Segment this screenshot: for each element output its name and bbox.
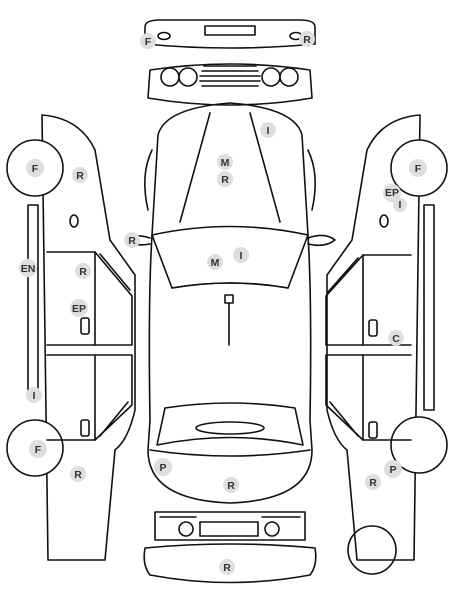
svg-text:R: R <box>128 235 136 247</box>
svg-text:EN: EN <box>21 263 36 275</box>
marker-trunk-p[interactable]: P <box>154 458 172 476</box>
marker-right-front-wheel[interactable]: F <box>409 159 427 177</box>
marker-bumper-r[interactable]: R <box>219 559 235 575</box>
marker-right-front-ep[interactable]: EP <box>383 184 401 202</box>
svg-text:P: P <box>159 462 166 474</box>
svg-text:M: M <box>211 257 220 269</box>
marker-windshield-r[interactable]: R <box>124 232 140 248</box>
svg-text:EP: EP <box>72 303 86 315</box>
svg-text:F: F <box>145 36 152 48</box>
svg-text:F: F <box>35 444 42 456</box>
marker-hood-i[interactable]: I <box>260 122 276 138</box>
marker-roof-rear[interactable]: R <box>299 31 315 47</box>
marker-left-front-fender[interactable]: R <box>72 167 88 183</box>
marker-right-rear-fender[interactable]: R <box>365 474 381 490</box>
right-side-view <box>325 114 448 561</box>
marker-left-front-wheel[interactable]: F <box>26 159 44 177</box>
marker-left-rear-wheel[interactable]: F <box>29 440 47 458</box>
svg-text:I: I <box>399 199 402 211</box>
marker-left-sill[interactable]: EN <box>19 259 37 277</box>
svg-text:EP: EP <box>385 187 399 199</box>
marker-right-front-i[interactable]: I <box>393 198 407 212</box>
marker-windshield-m[interactable]: M <box>207 254 223 270</box>
svg-text:R: R <box>303 34 311 46</box>
rear-view <box>143 511 397 584</box>
marker-right-rear-p[interactable]: P <box>384 460 402 478</box>
marker-windshield-i[interactable]: I <box>233 247 249 263</box>
marker-left-front-door-ep[interactable]: EP <box>70 299 88 317</box>
marker-trunk-r[interactable]: R <box>223 477 239 493</box>
svg-text:F: F <box>415 163 422 175</box>
svg-text:R: R <box>223 562 231 574</box>
svg-text:C: C <box>392 333 400 345</box>
svg-text:I: I <box>33 390 36 402</box>
svg-text:R: R <box>227 480 235 492</box>
svg-text:R: R <box>79 266 87 278</box>
left-side-view <box>6 114 136 561</box>
marker-left-front-door[interactable]: R <box>75 263 91 279</box>
marker-left-rear-i[interactable]: I <box>26 387 42 403</box>
svg-text:R: R <box>221 174 229 186</box>
roof-top-view <box>144 19 316 49</box>
marker-right-front-door[interactable]: C <box>388 330 404 346</box>
front-view <box>147 63 313 106</box>
svg-text:P: P <box>389 464 396 476</box>
svg-text:R: R <box>76 170 84 182</box>
svg-text:R: R <box>74 469 82 481</box>
svg-text:F: F <box>32 163 39 175</box>
marker-roof-front[interactable]: F <box>140 33 156 49</box>
svg-text:I: I <box>267 125 270 137</box>
marker-hood-r[interactable]: R <box>217 171 233 187</box>
marker-left-rear-fender[interactable]: R <box>70 466 86 482</box>
marker-hood-m[interactable]: M <box>217 154 233 170</box>
svg-text:I: I <box>240 250 243 262</box>
svg-text:R: R <box>369 477 377 489</box>
svg-text:M: M <box>221 157 230 169</box>
